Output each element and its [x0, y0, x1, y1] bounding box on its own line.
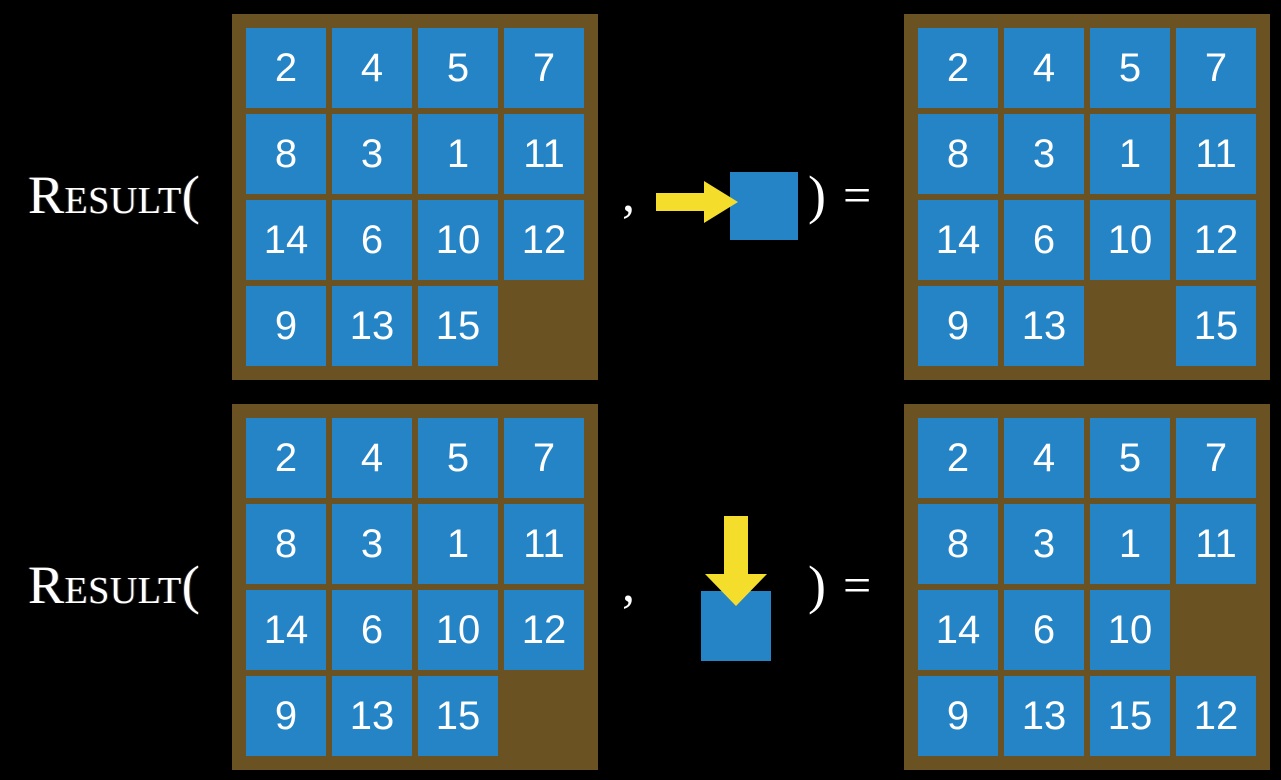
puzzle-tile[interactable]: 5	[418, 418, 498, 498]
puzzle-tile[interactable]: 12	[504, 200, 584, 280]
puzzle-tile[interactable]: 7	[504, 418, 584, 498]
result-function-label-top: Result(	[28, 165, 201, 225]
puzzle-tile[interactable]: 5	[1090, 418, 1170, 498]
puzzle-tile[interactable]: 13	[1004, 676, 1084, 756]
puzzle-tile[interactable]: 5	[418, 28, 498, 108]
puzzle-tile[interactable]: 10	[418, 590, 498, 670]
puzzle-tile[interactable]: 14	[918, 590, 998, 670]
puzzle-tile[interactable]: 15	[418, 286, 498, 366]
puzzle-tile[interactable]: 6	[1004, 200, 1084, 280]
puzzle-tile[interactable]: 3	[332, 504, 412, 584]
puzzle-tile[interactable]: 4	[1004, 28, 1084, 108]
puzzle-tile[interactable]: 13	[332, 286, 412, 366]
puzzle-tile[interactable]: 2	[246, 28, 326, 108]
puzzle-tile[interactable]: 6	[332, 590, 412, 670]
puzzle-tile[interactable]: 6	[332, 200, 412, 280]
puzzle-tile[interactable]: 14	[246, 200, 326, 280]
puzzle-tile[interactable]: 2	[246, 418, 326, 498]
puzzle-tile[interactable]: 8	[918, 114, 998, 194]
puzzle-tile[interactable]: 13	[332, 676, 412, 756]
puzzle-tile[interactable]: 11	[504, 504, 584, 584]
puzzle-tile[interactable]: 2	[918, 28, 998, 108]
puzzle-tile[interactable]: 8	[246, 504, 326, 584]
puzzle-tile[interactable]: 8	[918, 504, 998, 584]
puzzle-tile[interactable]: 12	[1176, 676, 1256, 756]
puzzle-tile[interactable]: 11	[504, 114, 584, 194]
equals-sign-bottom: =	[843, 557, 872, 613]
puzzle-tile[interactable]: 10	[418, 200, 498, 280]
puzzle-tile[interactable]: 9	[918, 676, 998, 756]
puzzle-tile[interactable]: 12	[504, 590, 584, 670]
puzzle-tile[interactable]: 14	[918, 200, 998, 280]
puzzle-tile[interactable]: 1	[418, 114, 498, 194]
puzzle-tile[interactable]: 9	[246, 676, 326, 756]
puzzle-tile[interactable]: 11	[1176, 504, 1256, 584]
result-function-label-bottom: Result(	[28, 555, 201, 615]
puzzle-tile[interactable]: 3	[1004, 114, 1084, 194]
puzzle-tile[interactable]: 1	[1090, 504, 1170, 584]
operator-group-top: , ) =	[600, 0, 904, 390]
arrow-down-icon	[705, 516, 767, 606]
puzzle-tile[interactable]: 12	[1176, 200, 1256, 280]
puzzle-blank-cell	[504, 676, 584, 756]
puzzle-tile[interactable]: 15	[1176, 286, 1256, 366]
equals-sign-top: =	[843, 167, 872, 223]
puzzle-tile[interactable]: 9	[246, 286, 326, 366]
puzzle-tile[interactable]: 14	[246, 590, 326, 670]
puzzle-blank-cell	[1090, 286, 1170, 366]
puzzle-tile[interactable]: 4	[1004, 418, 1084, 498]
puzzle-tile[interactable]: 7	[504, 28, 584, 108]
operator-group-bottom: , ) =	[600, 390, 904, 780]
puzzle-tile[interactable]: 7	[1176, 418, 1256, 498]
puzzle-tile[interactable]: 1	[1090, 114, 1170, 194]
puzzle-blank-cell	[504, 286, 584, 366]
comma-separator-bottom: ,	[622, 556, 635, 613]
puzzle-tile[interactable]: 11	[1176, 114, 1256, 194]
puzzle-tile[interactable]: 5	[1090, 28, 1170, 108]
puzzle-tile[interactable]: 4	[332, 418, 412, 498]
puzzle-tile[interactable]: 15	[418, 676, 498, 756]
puzzle-tile[interactable]: 8	[246, 114, 326, 194]
puzzle-tile[interactable]: 2	[918, 418, 998, 498]
puzzle-tile[interactable]: 4	[332, 28, 412, 108]
action-tile-top	[730, 172, 798, 240]
puzzle-tile[interactable]: 3	[1004, 504, 1084, 584]
puzzle-tile[interactable]: 7	[1176, 28, 1256, 108]
arrow-right-icon	[656, 181, 738, 223]
puzzle-tile[interactable]: 15	[1090, 676, 1170, 756]
puzzle-tile[interactable]: 3	[332, 114, 412, 194]
puzzle-tile[interactable]: 6	[1004, 590, 1084, 670]
puzzle-blank-cell	[1176, 590, 1256, 670]
close-paren-top: )	[808, 165, 826, 225]
puzzle-tile[interactable]: 10	[1090, 200, 1170, 280]
puzzle-tile[interactable]: 9	[918, 286, 998, 366]
close-paren-bottom: )	[808, 555, 826, 615]
comma-separator-top: ,	[622, 166, 635, 223]
puzzle-tile[interactable]: 10	[1090, 590, 1170, 670]
puzzle-tile[interactable]: 13	[1004, 286, 1084, 366]
puzzle-tile[interactable]: 1	[418, 504, 498, 584]
